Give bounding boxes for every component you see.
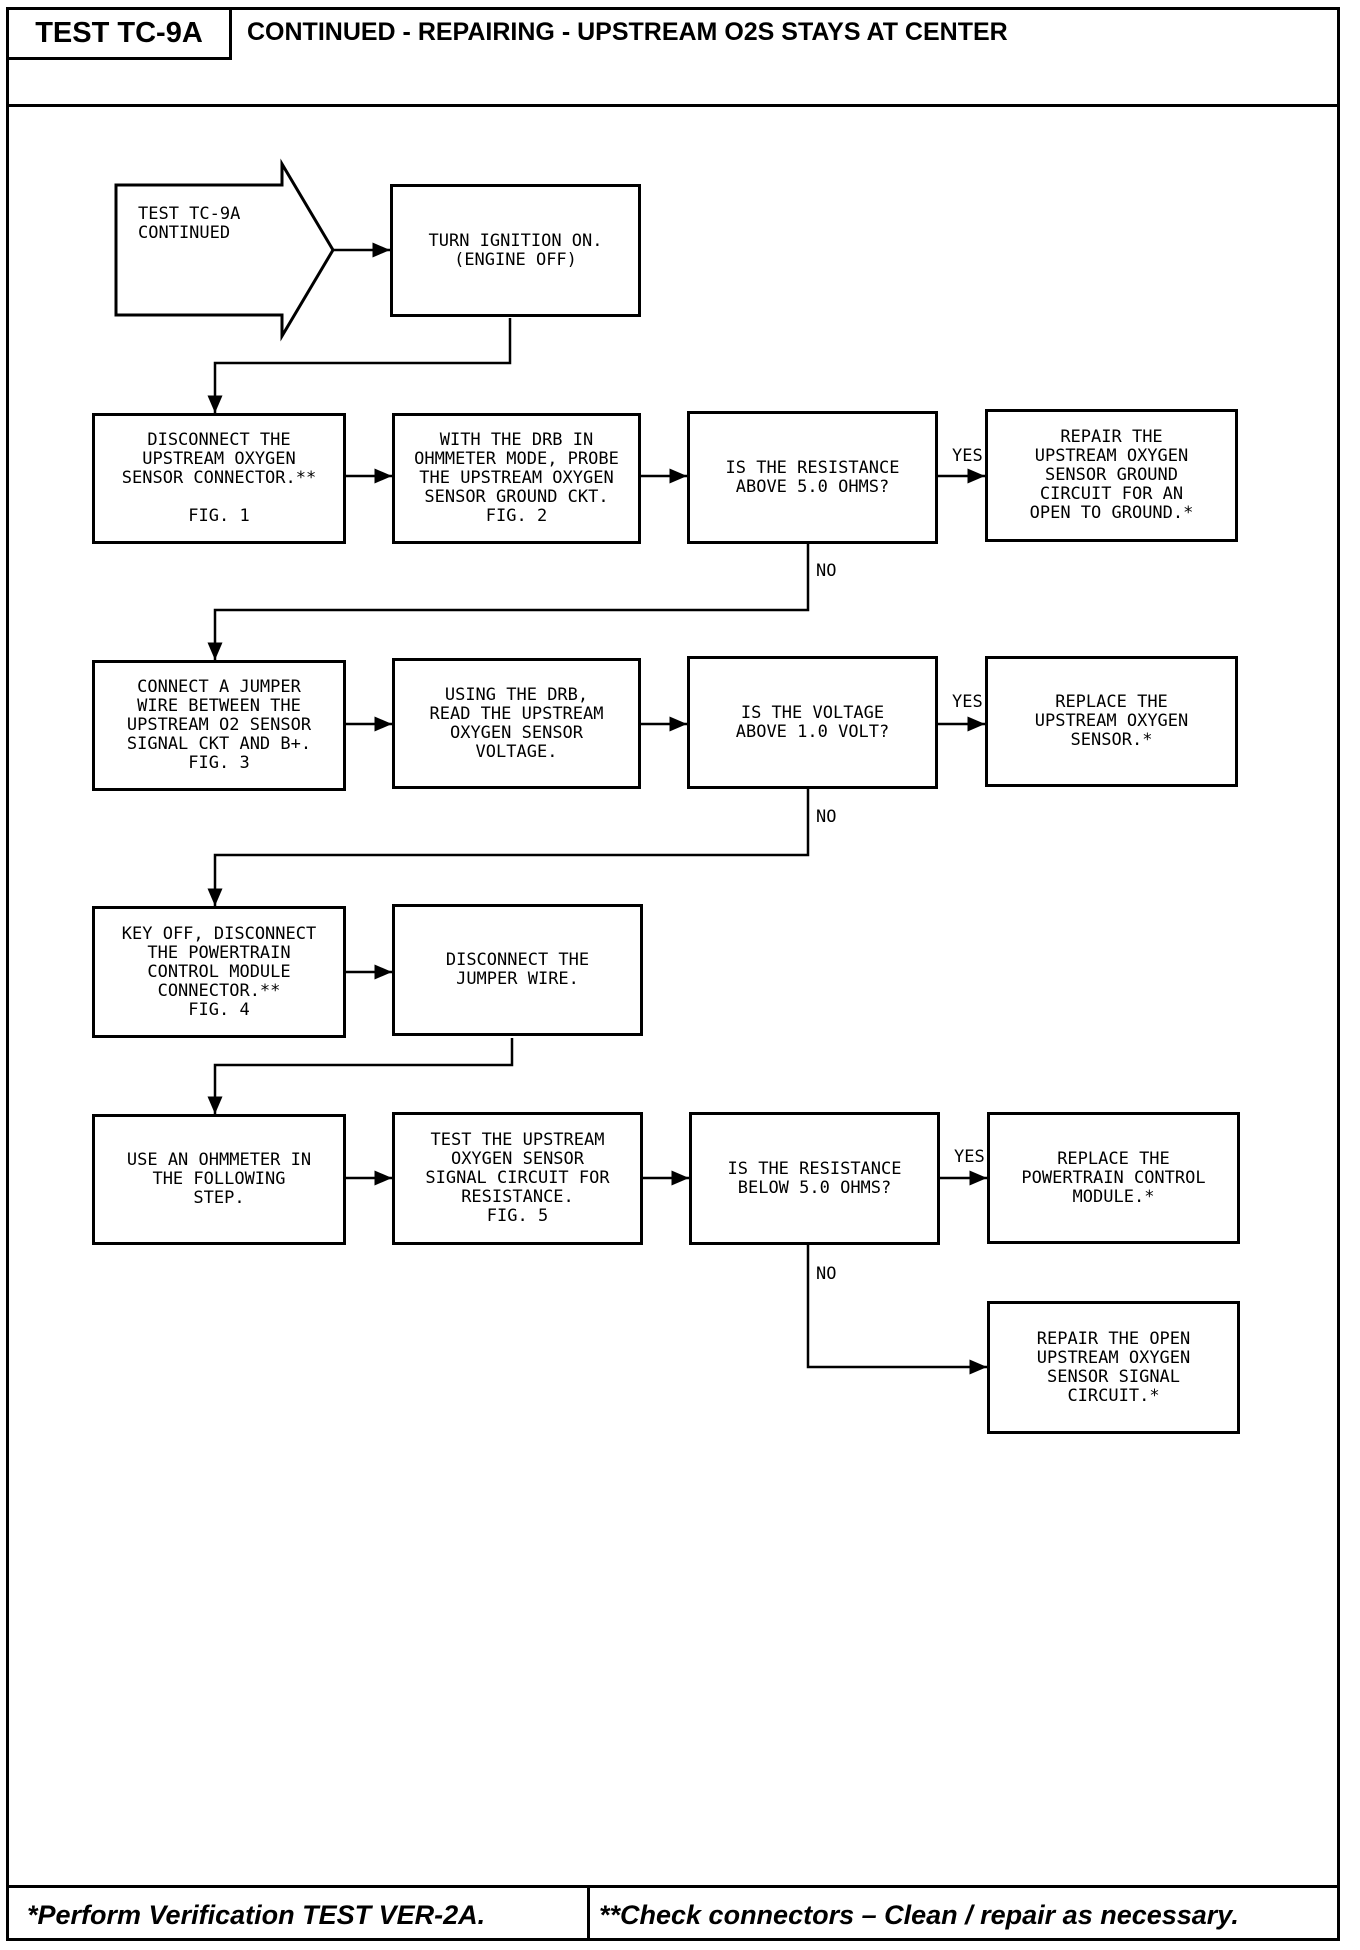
question-resistance-above-5: IS THE RESISTANCE ABOVE 5.0 OHMS? (687, 411, 938, 544)
footnote-connectors: **Check connectors – Clean / repair as n… (599, 1900, 1239, 1930)
yes-label-q1: YES (952, 446, 983, 466)
footnote-verification: *Perform Verification TEST VER-2A. (27, 1900, 486, 1930)
no-label-q3: NO (816, 1264, 837, 1284)
header-bar: TEST TC-9A CONTINUED - REPAIRING - UPSTR… (9, 10, 1337, 107)
test-id-label: TEST TC-9A (9, 10, 232, 60)
step-disconnect-jumper-wire: DISCONNECT THE JUMPER WIRE. (392, 904, 643, 1036)
footer-bar: *Perform Verification TEST VER-2A. **Che… (9, 1885, 1337, 1938)
start-arrow-shape (114, 158, 335, 342)
step-use-ohmmeter: USE AN OHMMETER IN THE FOLLOWING STEP. (92, 1114, 346, 1245)
step-disconnect-sensor-connector: DISCONNECT THE UPSTREAM OXYGEN SENSOR CO… (92, 413, 346, 544)
connector-q3-r4 (806, 1244, 987, 1375)
footer-divider (587, 1888, 590, 1938)
result-repair-signal-circuit: REPAIR THE OPEN UPSTREAM OXYGEN SENSOR S… (987, 1301, 1240, 1434)
connector-step7-step8 (207, 1038, 514, 1114)
step-probe-ground-circuit: WITH THE DRB IN OHMMETER MODE, PROBE THE… (392, 413, 641, 544)
page-title: CONTINUED - REPAIRING - UPSTREAM O2S STA… (247, 18, 1008, 46)
step-connect-jumper-wire: CONNECT A JUMPER WIRE BETWEEN THE UPSTRE… (92, 660, 346, 791)
no-label-q2: NO (816, 807, 837, 827)
page-frame: TEST TC-9A CONTINUED - REPAIRING - UPSTR… (6, 7, 1340, 1941)
yes-label-q3: YES (954, 1147, 985, 1167)
question-voltage-above-1: IS THE VOLTAGE ABOVE 1.0 VOLT? (687, 656, 938, 789)
step-disconnect-pcm-connector: KEY OFF, DISCONNECT THE POWERTRAIN CONTR… (92, 906, 346, 1038)
step-turn-ignition-on: TURN IGNITION ON. (ENGINE OFF) (390, 184, 641, 317)
start-label: TEST TC-9A CONTINUED (138, 204, 241, 243)
result-repair-ground-circuit: REPAIR THE UPSTREAM OXYGEN SENSOR GROUND… (985, 409, 1238, 542)
step-read-sensor-voltage: USING THE DRB, READ THE UPSTREAM OXYGEN … (392, 658, 641, 789)
result-replace-pcm: REPLACE THE POWERTRAIN CONTROL MODULE.* (987, 1112, 1240, 1244)
connector-step1-step2 (207, 318, 512, 413)
connector-q1-step4 (207, 543, 810, 660)
connector-q2-step6 (207, 789, 810, 906)
step-test-signal-circuit: TEST THE UPSTREAM OXYGEN SENSOR SIGNAL C… (392, 1112, 643, 1245)
yes-label-q2: YES (952, 692, 983, 712)
no-label-q1: NO (816, 561, 837, 581)
result-replace-oxygen-sensor: REPLACE THE UPSTREAM OXYGEN SENSOR.* (985, 656, 1238, 787)
question-resistance-below-5: IS THE RESISTANCE BELOW 5.0 OHMS? (689, 1112, 940, 1245)
